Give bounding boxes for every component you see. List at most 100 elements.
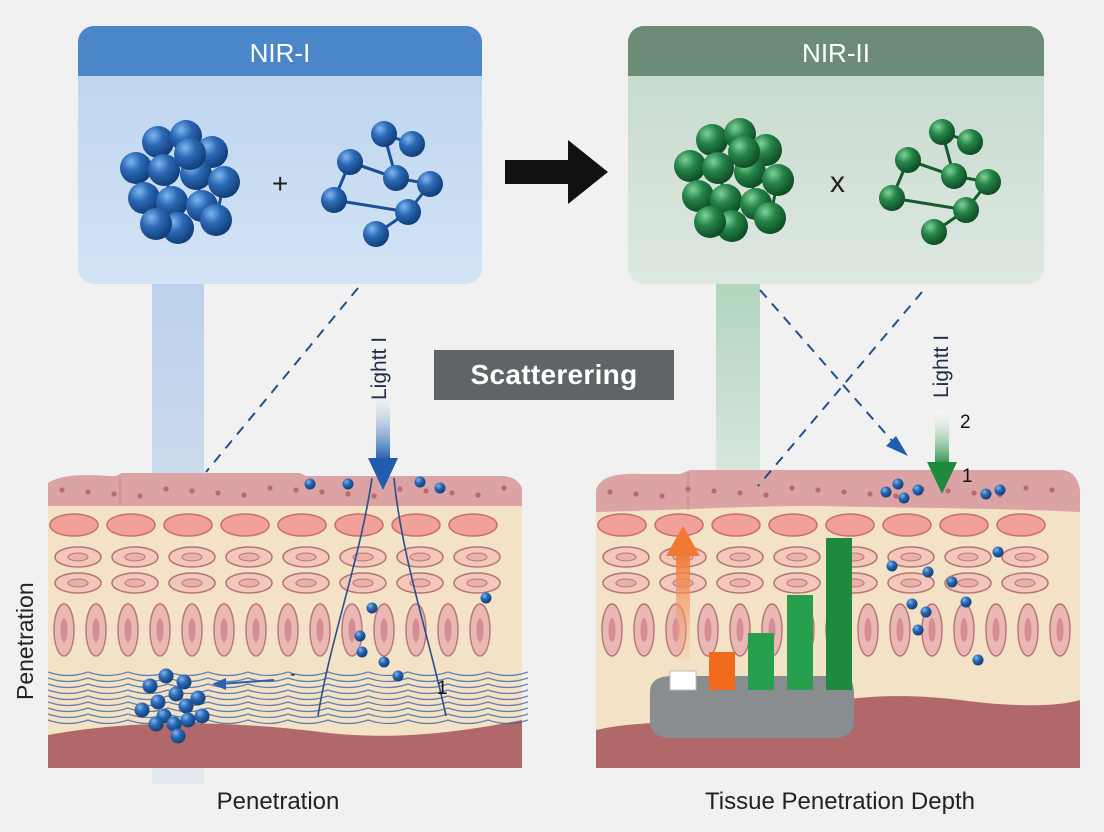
nir2-title: NIR-II <box>802 38 870 68</box>
cell-nucleus <box>1014 552 1036 562</box>
particle <box>158 668 174 684</box>
cell-nucleus <box>412 618 420 642</box>
left-scatter-curves <box>317 477 447 717</box>
particle <box>912 484 924 496</box>
atom <box>399 131 425 157</box>
atom <box>696 124 728 156</box>
particle <box>354 630 366 642</box>
nir1-title: NIR-I <box>249 38 311 68</box>
cell-nucleus <box>896 618 904 642</box>
particle <box>972 654 984 666</box>
fiber <box>47 707 529 713</box>
left-marker-dash: - <box>290 666 296 683</box>
atom <box>941 163 967 189</box>
epidermis-dot <box>111 491 117 497</box>
epidermis-dot <box>867 491 873 497</box>
cell-nucleus <box>316 618 324 642</box>
cell-nucleus <box>352 578 374 588</box>
particle <box>906 598 918 610</box>
nir2-cluster-molecule <box>674 118 794 242</box>
right-marker-1: 1 <box>962 466 973 487</box>
epidermis-dot <box>737 490 743 496</box>
cell-nucleus <box>188 618 196 642</box>
epidermis-dot <box>59 487 65 493</box>
cell-nucleus <box>900 578 922 588</box>
cell <box>277 513 327 537</box>
epidermis-dot <box>841 489 847 495</box>
cell <box>882 513 932 537</box>
cell <box>597 513 647 537</box>
cell-nucleus <box>786 552 808 562</box>
cell-nucleus <box>1024 618 1032 642</box>
particle <box>946 576 958 588</box>
atom <box>383 165 409 191</box>
particle <box>194 708 210 724</box>
nir2-chain-molecule <box>879 119 1001 245</box>
left-light-label: Lightt I <box>368 336 391 400</box>
particle <box>922 566 934 578</box>
cell-nucleus <box>124 578 146 588</box>
particle <box>150 694 166 710</box>
cell-nucleus <box>736 618 744 642</box>
cell-nucleus <box>957 552 979 562</box>
epidermis-dot <box>711 488 717 494</box>
atom <box>156 186 188 218</box>
fiber <box>47 713 529 719</box>
right-light-label: Lightt I <box>930 334 953 398</box>
cell-nucleus <box>466 578 488 588</box>
atom <box>208 166 240 198</box>
cell-nucleus <box>409 552 431 562</box>
atom <box>710 184 742 216</box>
cell <box>391 513 441 537</box>
epidermis-dot <box>319 489 325 495</box>
cell-nucleus <box>92 618 100 642</box>
depth-bar <box>787 595 813 690</box>
cell <box>49 513 99 537</box>
cell <box>939 513 989 537</box>
cell-nucleus <box>729 552 751 562</box>
cell-nucleus <box>60 618 68 642</box>
particle <box>980 488 992 500</box>
atom <box>120 152 152 184</box>
epidermis-dot <box>1023 485 1029 491</box>
epidermis-dot <box>971 490 977 496</box>
cell-nucleus <box>124 618 132 642</box>
cell-nucleus <box>729 578 751 588</box>
atom <box>929 119 955 145</box>
plus-operator: + <box>272 168 289 199</box>
depth-bar <box>748 633 774 690</box>
atom <box>148 154 180 186</box>
atom <box>921 219 947 245</box>
epidermis-dot <box>475 492 481 498</box>
fiber <box>47 677 529 683</box>
atom <box>417 171 443 197</box>
epidermis-dot <box>397 486 403 492</box>
atom <box>395 199 421 225</box>
particle <box>170 728 186 744</box>
cell <box>106 513 156 537</box>
particle <box>180 712 196 728</box>
epidermis-dot <box>137 493 143 499</box>
epidermis-dot <box>345 491 351 497</box>
cell-nucleus <box>67 552 89 562</box>
atom <box>674 150 706 182</box>
epidermis-dot <box>945 488 951 494</box>
cell-nucleus <box>67 578 89 588</box>
cell-nucleus <box>181 552 203 562</box>
cell <box>448 513 498 537</box>
cell-nucleus <box>1014 578 1036 588</box>
cell-nucleus <box>476 618 484 642</box>
particle <box>366 602 378 614</box>
cell <box>654 513 704 537</box>
epidermis-dot <box>423 488 429 494</box>
atom <box>728 136 760 168</box>
epidermis-dot <box>893 493 899 499</box>
epidermis-dot <box>267 485 273 491</box>
particle <box>342 478 354 490</box>
epidermis-dot <box>685 486 691 492</box>
depth-bar <box>826 538 852 690</box>
epidermis-dot <box>371 493 377 499</box>
cell <box>220 513 270 537</box>
left-horizontal-arrow-icon <box>212 678 275 690</box>
particle <box>960 596 972 608</box>
